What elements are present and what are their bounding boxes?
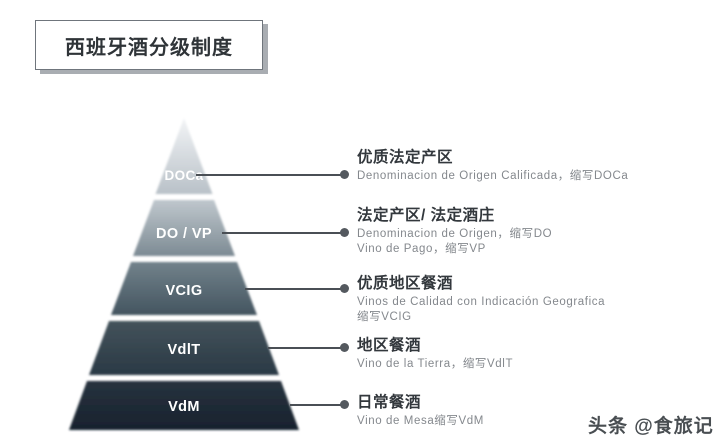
legend-subtext-vdlt: Vino de la Tierra，缩写VdlT: [357, 357, 513, 372]
page-title: 西班牙酒分级制度: [65, 36, 233, 59]
legend-heading-doca: 优质法定产区: [357, 149, 454, 166]
pyramid-tier-vdm: [69, 381, 299, 430]
pyramid-tier-label-2: DO / VP: [156, 226, 212, 242]
leader-dot-3: [340, 284, 349, 293]
leader-dot-2: [340, 228, 349, 237]
legend-subline: 缩写VCIG: [357, 310, 412, 323]
legend-heading-vdm: 日常餐酒: [357, 394, 422, 411]
leader-line-4: [268, 347, 344, 349]
legend-subtext-do-vp: Denominacion de Origen，缩写DO Vino de Pago…: [357, 227, 552, 256]
watermark: 头条 @食旅记: [588, 416, 714, 437]
title-box: 西班牙酒分级制度: [35, 20, 263, 70]
legend-subtext-doca: Denominacion de Origen Calificada，缩写DOCa: [357, 169, 628, 184]
pyramid-tier-label-1: DOCa: [164, 168, 203, 183]
pyramid-tier-vdlt: [89, 321, 279, 375]
legend-subline: Vino de Mesa缩写VdM: [357, 415, 484, 427]
legend-item-doca: 优质法定产区 Denominacion de Origen Calificada…: [357, 148, 628, 184]
leader-dot-1: [340, 170, 349, 179]
leader-line-2: [222, 232, 344, 234]
leader-dot-4: [340, 343, 349, 352]
legend-heading-vcig: 优质地区餐酒: [357, 275, 454, 292]
pyramid-diagram: DOCa DO / VP VCIG VdlT VdM: [69, 118, 299, 430]
leader-line-5: [290, 404, 344, 406]
legend-item-vcig: 优质地区餐酒 Vinos de Calidad con Indicación G…: [357, 274, 605, 324]
legend-subline: Vino de Pago，缩写VP: [357, 242, 486, 255]
pyramid-tier-label-3: VCIG: [165, 283, 202, 299]
legend-subline: Denominacion de Origen Calificada，缩写DOCa: [357, 170, 629, 182]
legend-subline: Vino de la Tierra，缩写VdlT: [357, 358, 514, 370]
legend-subtext-vcig: Vinos de Calidad con Indicación Geografi…: [357, 295, 605, 324]
legend-subline: Vinos de Calidad con Indicación Geografi…: [357, 296, 606, 308]
legend-subtext-vdm: Vino de Mesa缩写VdM: [357, 414, 484, 429]
legend-heading-vdlt: 地区餐酒: [357, 337, 422, 354]
legend-item-vdlt: 地区餐酒 Vino de la Tierra，缩写VdlT: [357, 336, 513, 372]
legend-item-do-vp: 法定产区/ 法定酒庄 Denominacion de Origen，缩写DO V…: [357, 206, 552, 256]
pyramid-tier-vcig: [111, 262, 257, 315]
leader-line-3: [245, 288, 344, 290]
legend-subline: Denominacion de Origen，缩写DO: [357, 228, 553, 240]
leader-dot-5: [340, 400, 349, 409]
legend-item-vdm: 日常餐酒 Vino de Mesa缩写VdM: [357, 393, 484, 429]
legend-heading-do-vp: 法定产区/ 法定酒庄: [357, 207, 495, 224]
pyramid-tier-label-5: VdM: [168, 399, 200, 415]
leader-line-1: [196, 174, 344, 176]
pyramid-tier-label-4: VdlT: [167, 342, 200, 358]
pyramid-tier-do-vp: [133, 200, 235, 256]
